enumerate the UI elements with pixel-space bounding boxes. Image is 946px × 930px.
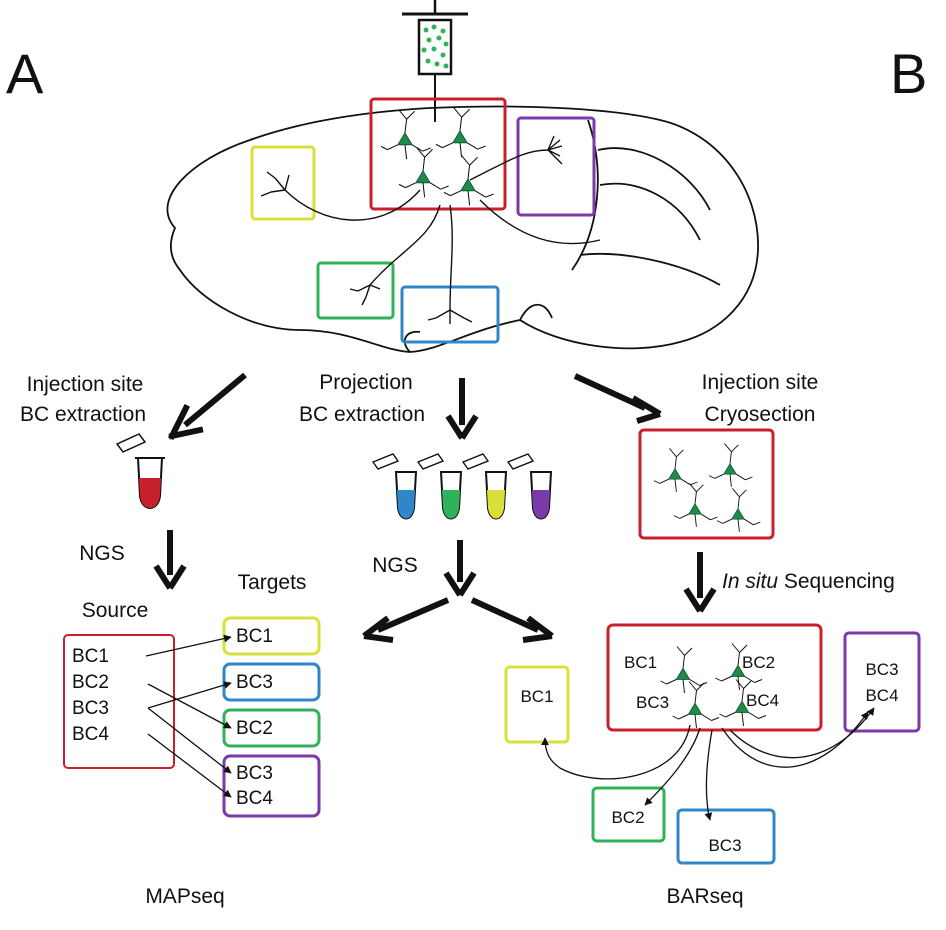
label-injection-bc-1: Injection site [26,373,144,396]
label-targets: Targets [237,571,307,594]
source-bc-3: BC3 [72,698,109,719]
target-bc-green: BC2 [236,718,273,739]
barseq-yellow-bc: BC1 [520,687,554,706]
tube-icon [416,453,463,520]
tube-icon [461,453,508,520]
target-bc-purple-1: BC3 [236,763,273,784]
barseq-box-green [591,786,666,843]
source-bc-4: BC4 [72,724,109,745]
barseq-injection-box [606,623,823,732]
label-in-situ: In situ [722,570,779,593]
brain-box-green [316,261,395,320]
projection-tubes [371,453,553,520]
target-bc-blue: BC3 [236,672,273,693]
barseq-purple-bc-2: BC4 [865,686,899,705]
barseq-blue-bc: BC3 [708,836,742,855]
source-bc-2: BC2 [72,672,109,693]
barseq-green-bc: BC2 [611,808,645,827]
barseq-box-purple [843,631,921,733]
cryosection-box [638,428,775,540]
barseq-injection-bc-4: BC4 [746,691,780,710]
barseq-projections [541,707,875,821]
brain-box-yellow [250,145,316,221]
panel-label-b: B [890,42,928,105]
panel-label-a: A [6,42,44,105]
label-in-situ-sequencing: In situ Sequencing [722,569,895,594]
barseq-purple-bc-1: BC3 [865,660,899,679]
axon-projections [260,135,601,324]
label-injection-bc-2: BC extraction [19,403,147,426]
barseq-injection-bc-1: BC1 [624,653,658,672]
label-sequencing: Sequencing [778,570,895,593]
label-projection-bc-1: Projection [319,371,413,394]
label-mapseq: MAPseq [145,885,225,908]
arrow-icon [153,530,717,643]
label-projection-bc-2: BC extraction [298,403,426,426]
brain-box-purple [516,116,596,217]
target-bc-purple-2: BC4 [236,788,273,809]
tube-icon [115,433,165,509]
syringe-icon [402,0,468,122]
mapseq-links [145,634,232,798]
label-source: Source [81,599,149,622]
mapseq-source-box [63,634,175,769]
brain-outline [166,105,759,353]
brain-neurons [380,107,495,206]
label-cryo-1: Injection site [701,371,819,394]
barseq-injection-bc-3: BC3 [636,693,670,712]
label-barseq: BARseq [666,885,744,908]
source-bc-1: BC1 [72,646,109,667]
brain-box-red [369,97,507,211]
barseq-box-yellow [504,665,570,744]
tube-icon [506,453,553,520]
label-cryo-2: Cryosection [704,403,816,426]
label-ngs-left: NGS [79,542,125,565]
mapseq-target-box-purple [222,754,321,818]
arrow-icon [167,372,662,441]
barseq-injection-bc-2: BC2 [742,653,776,672]
barseq-box-blue [676,808,776,865]
target-bc-yellow: BC1 [236,626,273,647]
label-ngs-mid: NGS [372,554,418,577]
tube-icon [371,453,418,520]
